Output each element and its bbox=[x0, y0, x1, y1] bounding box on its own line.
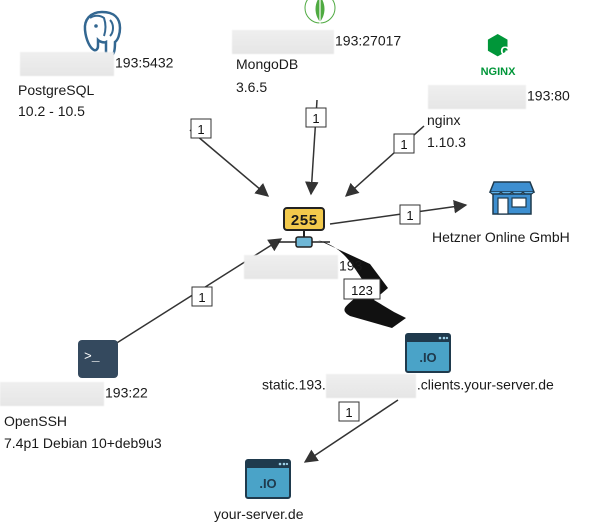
edge-badge-postgres-host: 1 bbox=[190, 118, 212, 139]
domain-tld-label: .IO bbox=[259, 476, 276, 491]
edge-postgres-host[interactable] bbox=[189, 129, 270, 197]
edge-count: 123 bbox=[351, 283, 373, 298]
openssh-address[interactable]: 193:22 bbox=[0, 382, 148, 406]
nginx-logo-text: NGINX bbox=[481, 66, 517, 78]
network-host-icon[interactable]: 255 bbox=[278, 207, 330, 248]
redacted-ip bbox=[20, 52, 114, 76]
nginx-name: nginx bbox=[427, 112, 461, 128]
postgres-port-label: 193:5432 bbox=[115, 54, 174, 71]
edge-count: 1 bbox=[197, 122, 204, 137]
svg-text:G: G bbox=[500, 44, 509, 58]
postgres-address[interactable]: 193:5432 bbox=[20, 52, 173, 76]
edges bbox=[111, 99, 468, 463]
host-address[interactable]: 193 bbox=[244, 255, 362, 279]
edge-count: 1 bbox=[400, 137, 407, 152]
edge-badge-host-hetzner: 1 bbox=[399, 204, 421, 225]
nginx-port-label: 193:80 bbox=[527, 87, 570, 104]
mongodb-port-label: 193:27017 bbox=[335, 32, 402, 49]
edge-count: 1 bbox=[406, 208, 413, 223]
postgres-name: PostgreSQL bbox=[18, 82, 95, 98]
mongodb-address[interactable]: 193:27017 bbox=[232, 30, 401, 54]
host-badge-number: 255 bbox=[290, 213, 317, 230]
edge-count: 1 bbox=[345, 405, 352, 420]
edge-count: 1 bbox=[198, 290, 205, 305]
terminal-icon[interactable]: >_ bbox=[78, 340, 118, 378]
openssh-name: OpenSSH bbox=[4, 413, 68, 429]
postgres-version: 10.2 - 10.5 bbox=[18, 103, 85, 119]
hetzner-name[interactable]: Hetzner Online GmbH bbox=[432, 229, 570, 245]
storefront-icon[interactable] bbox=[488, 181, 536, 215]
openssh-port-label: 193:22 bbox=[105, 384, 148, 401]
redacted-ip bbox=[325, 374, 416, 398]
redacted-ip bbox=[428, 85, 526, 109]
domain-window-icon[interactable]: .IO bbox=[405, 333, 451, 373]
redacted-ip bbox=[244, 255, 338, 279]
nginx-logo-icon[interactable]: G NGINX bbox=[481, 34, 517, 78]
nginx-address[interactable]: 193:80 bbox=[428, 85, 570, 109]
edge-host-static[interactable] bbox=[318, 240, 406, 328]
edge-host-hetzner[interactable] bbox=[329, 199, 468, 225]
mongodb-name: MongoDB bbox=[236, 56, 299, 72]
edge-badge-static-root: 1 bbox=[338, 401, 360, 422]
postgresql-elephant-icon[interactable] bbox=[83, 10, 122, 57]
static-domain-suffix: .clients.your-server.de bbox=[416, 376, 554, 393]
mongodb-version: 3.6.5 bbox=[236, 79, 268, 95]
openssh-version: 7.4p1 Debian 10+deb9u3 bbox=[4, 435, 162, 451]
redacted-ip bbox=[0, 382, 104, 406]
domain-window-icon[interactable]: .IO bbox=[245, 459, 291, 499]
host-ip-label: 193 bbox=[339, 257, 363, 274]
mongodb-leaf-icon[interactable] bbox=[304, 0, 336, 26]
edge-badge-openssh-host: 1 bbox=[191, 286, 213, 307]
edge-count: 1 bbox=[312, 111, 319, 126]
domain-tld-label: .IO bbox=[419, 350, 436, 365]
terminal-prompt: >_ bbox=[84, 349, 100, 364]
redacted-ip bbox=[232, 30, 334, 54]
edge-static-root[interactable] bbox=[303, 399, 399, 463]
static-domain-prefix: static.193. bbox=[262, 376, 326, 393]
edge-badge-host-static: 123 bbox=[343, 278, 381, 300]
edge-badge-mongodb-host: 1 bbox=[305, 107, 327, 128]
root-domain-name[interactable]: your-server.de bbox=[214, 506, 304, 522]
nginx-version: 1.10.3 bbox=[427, 134, 466, 150]
static-domain-name[interactable]: static.193. .clients.your-server.de bbox=[262, 374, 554, 398]
edge-badge-nginx-host: 1 bbox=[393, 133, 415, 154]
